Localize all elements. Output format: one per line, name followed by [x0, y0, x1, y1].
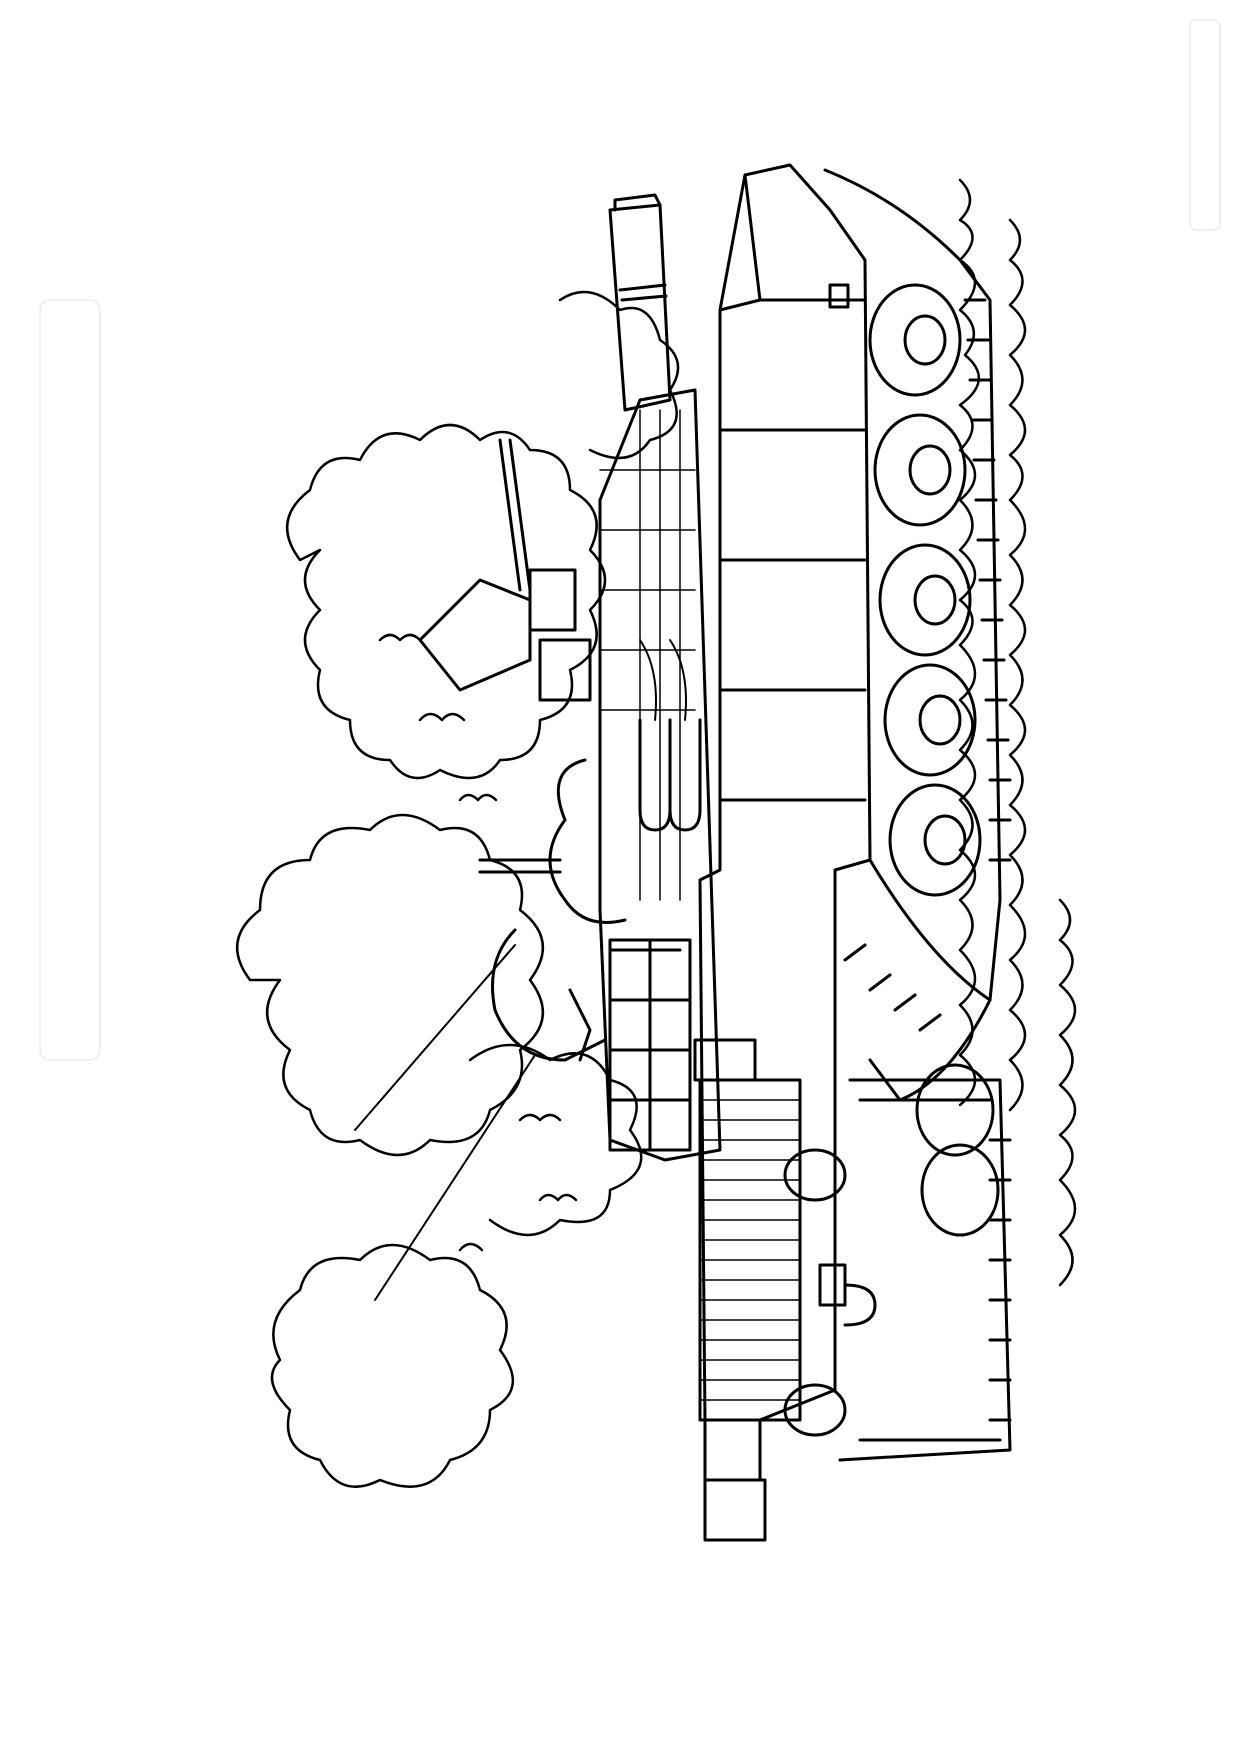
margin-watermark [40, 20, 1220, 1060]
main-gun [610, 195, 670, 410]
road-wheels [870, 285, 998, 1235]
antennas [355, 945, 535, 1300]
tank-track [825, 170, 1010, 1460]
tank-turret [493, 390, 756, 1160]
engine-deck [700, 1080, 875, 1540]
ground-grass [960, 180, 1075, 1285]
commander-sight [420, 440, 590, 872]
